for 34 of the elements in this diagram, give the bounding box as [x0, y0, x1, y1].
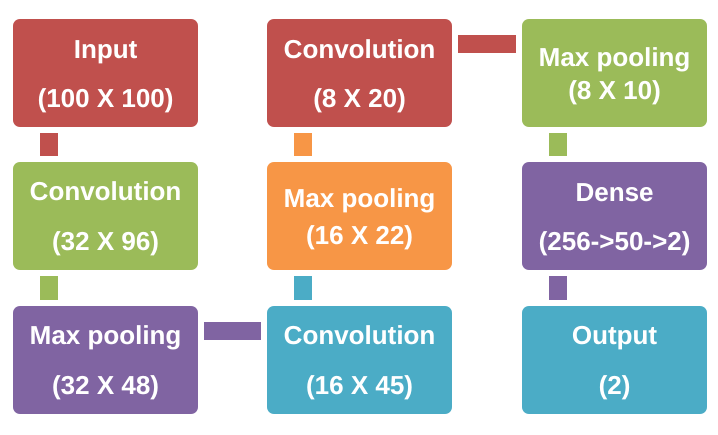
- layer-box: [522, 306, 707, 414]
- layer-name: Max pooling: [30, 320, 182, 350]
- layer-dimensions: (2): [598, 370, 630, 400]
- layer-name: Convolution: [284, 320, 436, 350]
- connector-bar: [204, 322, 261, 340]
- layer-box: [522, 162, 707, 270]
- layer-box: [267, 162, 452, 270]
- layer-dimensions: (100 X 100): [38, 82, 174, 112]
- layer-dimensions: (16 X 22): [306, 220, 413, 250]
- layer-box: [13, 306, 198, 414]
- layer-name: Input: [74, 34, 138, 64]
- connector-bar: [458, 35, 516, 53]
- layer-dimensions: (32 X 96): [52, 226, 159, 256]
- layer-box: [267, 306, 452, 414]
- connector-bar: [40, 276, 58, 300]
- layer-dimensions: (256->50->2): [538, 226, 690, 256]
- layer-name: Dense: [575, 176, 654, 206]
- layer-dimensions: (16 X 45): [306, 370, 413, 400]
- layer-box: [267, 19, 452, 127]
- layer-box: [13, 19, 198, 127]
- layer-dimensions: (32 X 48): [52, 370, 159, 400]
- layer-name: Max pooling: [284, 182, 436, 212]
- layer-dimensions: (8 X 20): [313, 82, 406, 112]
- layer-box: [522, 19, 707, 127]
- layer-name: Output: [572, 320, 658, 350]
- connector-bar: [40, 133, 58, 156]
- layer-name: Convolution: [284, 34, 436, 64]
- connector-bar: [294, 276, 312, 300]
- layer-box: [13, 162, 198, 270]
- layer-dimensions: (8 X 10): [568, 74, 661, 104]
- layer-name: Convolution: [30, 176, 182, 206]
- layer-name: Max pooling: [538, 42, 690, 72]
- connector-bar: [294, 133, 312, 156]
- connector-bar: [549, 133, 567, 156]
